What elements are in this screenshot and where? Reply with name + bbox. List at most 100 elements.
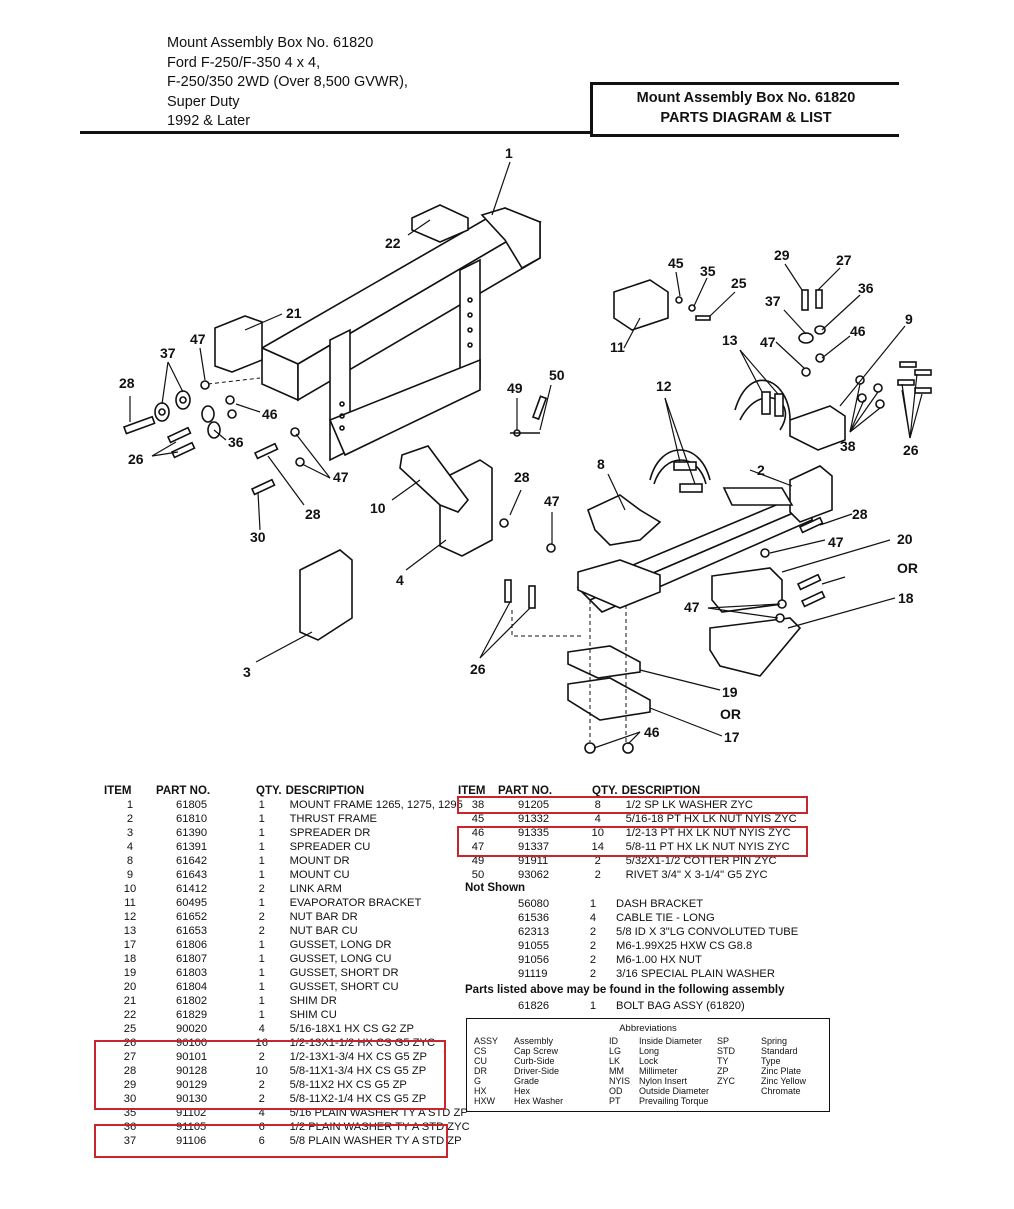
quantity: 2 [258, 1093, 265, 1105]
abbreviation-meaning: Spring [761, 1036, 788, 1046]
quantity: 1 [258, 869, 265, 881]
callout: 21 [286, 305, 302, 321]
part-number: 61390 [176, 827, 208, 839]
callout: 46 [262, 406, 278, 422]
description: THRUST FRAME [289, 813, 377, 825]
part-number: 61653 [176, 925, 208, 937]
item-number: 9 [126, 869, 134, 881]
part-number: 61806 [176, 939, 208, 951]
item-number: 45 [471, 813, 485, 825]
item-number: 2 [126, 813, 134, 825]
part-number: 61826 [518, 1000, 550, 1012]
callout: 46 [850, 323, 866, 339]
quantity: 4 [589, 912, 597, 924]
callout: 20 [897, 531, 913, 547]
description: SHIM CU [289, 1009, 337, 1021]
right-hardware-drawing [798, 289, 932, 409]
part-number: 61391 [176, 841, 208, 853]
description: MOUNT FRAME 1265, 1275, 1295 [289, 799, 463, 811]
highlight-box [94, 1124, 448, 1158]
highlight-box [94, 1040, 446, 1110]
quantity: 1 [258, 827, 265, 839]
mount-cu-drawing [789, 405, 846, 451]
callout: 47 [190, 331, 206, 347]
part-number: 91056 [518, 954, 550, 966]
callout: 1 [505, 145, 513, 161]
part-number: 91102 [176, 1107, 207, 1119]
quantity: 1 [258, 897, 265, 909]
part-number: 91119 [518, 968, 548, 980]
callout: 9 [905, 311, 913, 327]
part-number: 61805 [176, 799, 208, 811]
item-number: 50 [471, 869, 485, 881]
callout: 28 [514, 469, 530, 485]
callout: 17 [724, 729, 740, 745]
item-number: 38 [471, 799, 485, 811]
abbreviation-code: SP [717, 1036, 730, 1046]
quantity: 2 [258, 1051, 265, 1063]
item-number: 12 [123, 911, 137, 923]
callout: 30 [250, 529, 266, 545]
callout: 28 [119, 375, 135, 391]
callout: 26 [903, 442, 919, 458]
description: DASH BRACKET [616, 898, 704, 910]
callout: 28 [305, 506, 321, 522]
quantity: 2 [589, 926, 597, 938]
col-item: ITEM [104, 785, 132, 797]
bolt-bag-heading: Parts listed above may be found in the f… [465, 984, 785, 996]
item-number: 21 [123, 995, 137, 1007]
callout: 18 [898, 590, 914, 606]
abbreviation-code: STD [717, 1046, 735, 1056]
description: GUSSET, LONG CU [289, 953, 392, 965]
description: 5/16-18X1 HX CS G2 ZP [289, 1023, 414, 1035]
description: GUSSET, SHORT DR [289, 967, 399, 979]
part-number: 90128 [176, 1065, 208, 1077]
part-number: 56080 [518, 898, 550, 910]
abbreviation-code: ASSY [474, 1036, 499, 1046]
quantity: 2 [258, 925, 265, 937]
quantity: 1 [258, 799, 265, 811]
page-title: Mount Assembly Box No. 61820 [636, 90, 856, 106]
gussets-drawing [504, 567, 826, 754]
callout: 26 [470, 661, 486, 677]
description: SHIM DR [289, 995, 337, 1007]
shim-dr-drawing [214, 315, 263, 373]
item-number: 8 [126, 855, 134, 867]
part-number: 90020 [176, 1023, 208, 1035]
col-qty: QTY. [592, 785, 618, 797]
callout: 25 [731, 275, 747, 291]
parts-table-left-body: 1 61805 1 MOUNT FRAME 1265, 1275, 1295 2 6181… [104, 798, 470, 1148]
description: 1/2-13 PT HX LK NUT NYIS ZYC [625, 827, 791, 839]
abbreviation-meaning: Millimeter [639, 1066, 678, 1076]
quantity: 1 [258, 995, 265, 1007]
thrust-frame-drawing [576, 465, 833, 613]
quantity: 2 [594, 855, 601, 867]
part-number: 91106 [176, 1135, 207, 1147]
item-number: 22 [123, 1009, 137, 1021]
header-divider [80, 131, 592, 134]
callout: 11 [610, 339, 625, 355]
part-number: 61810 [176, 813, 208, 825]
part-number: 60495 [176, 897, 208, 909]
description: CABLE TIE - LONG [616, 912, 715, 924]
item-number: 35 [123, 1107, 137, 1119]
quantity: 2 [589, 954, 597, 966]
part-number: 61829 [176, 1009, 208, 1021]
description: 5/8-11X2 HX CS G5 ZP [289, 1079, 407, 1091]
table-header-row: ITEM PART NO. QTY. DESCRIPTION [104, 784, 470, 798]
callout: 47 [828, 534, 844, 550]
